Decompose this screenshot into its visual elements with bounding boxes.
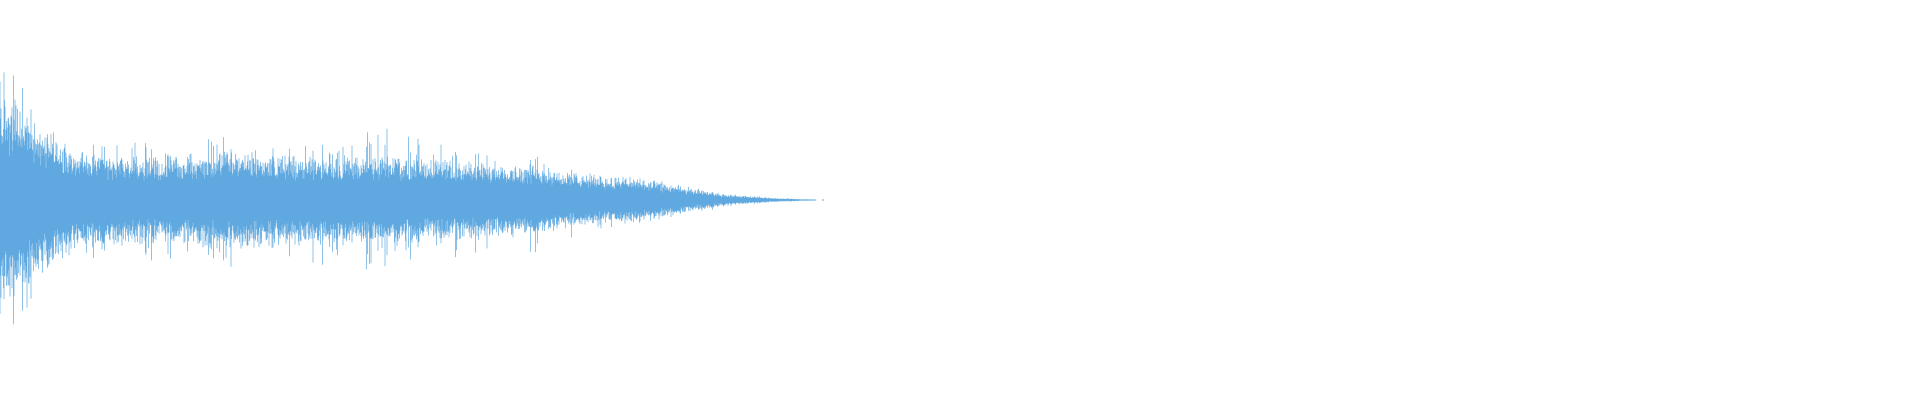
waveform-amplitude-path (0, 72, 817, 325)
